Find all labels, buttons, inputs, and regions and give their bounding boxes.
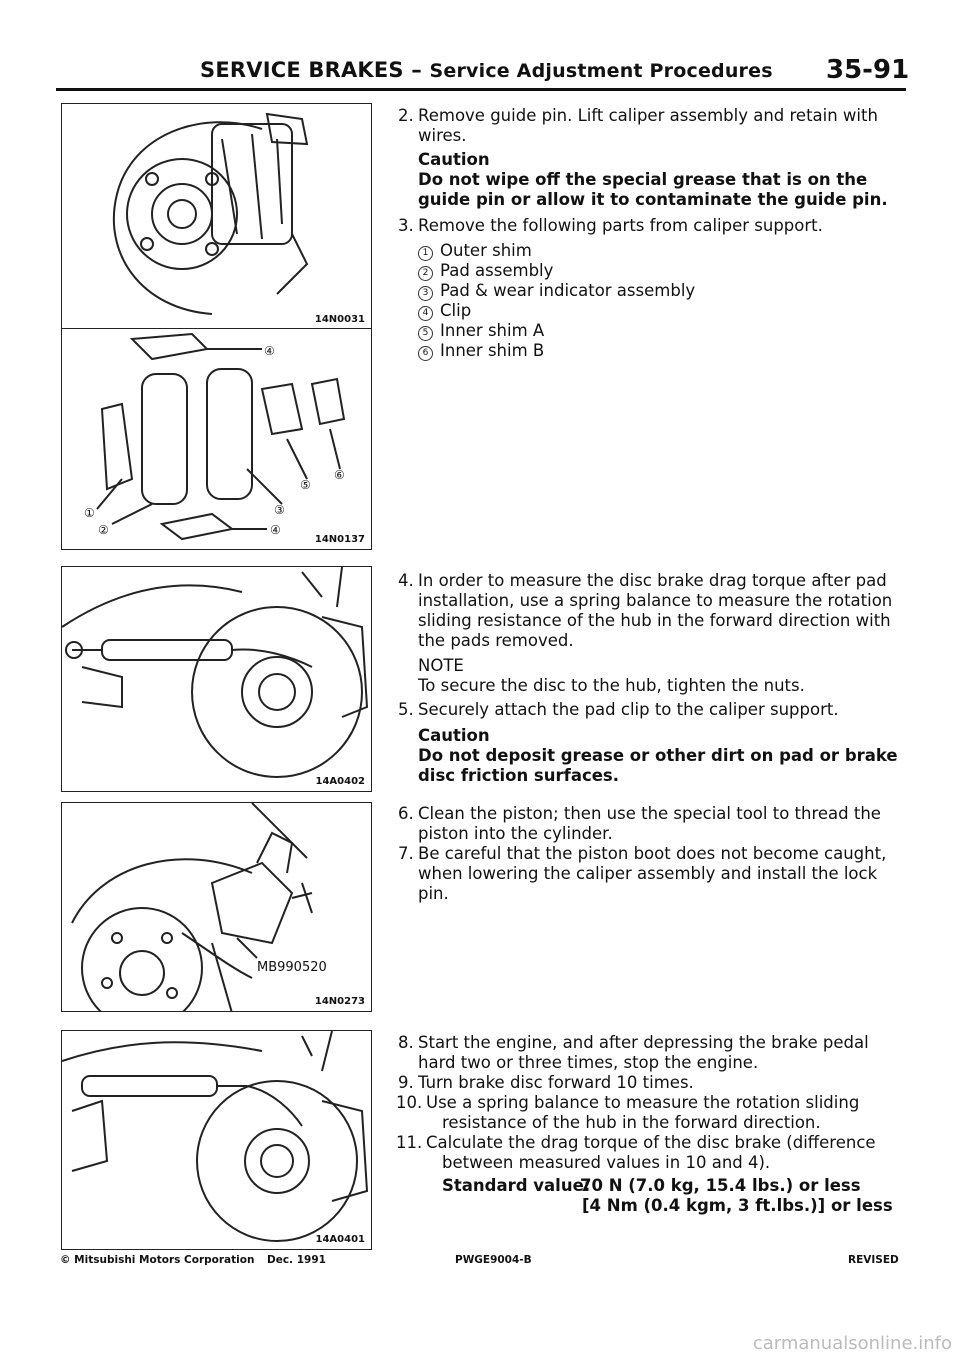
step-number: 5. (398, 700, 414, 719)
copyright: © Mitsubishi Motors Corporation (60, 1254, 255, 1266)
step-2-line-1: Remove guide pin. Lift caliper assembly … (418, 106, 878, 125)
part-marker: 2 (418, 266, 433, 281)
disc-brake-illustration (112, 112, 309, 315)
step-5-text: Securely attach the pad clip to the cali… (418, 700, 839, 719)
caution-label: Caution (418, 726, 490, 745)
callout-5: ⑤ (300, 478, 311, 492)
figure-disc-brake-assembly: 14N0031 (61, 103, 372, 330)
watermark: carmanualsonline.info (752, 1333, 952, 1354)
figure-spring-balance-measure: 14A0402 (61, 566, 372, 792)
step-11-line-2: between measured values in 10 and 4). (442, 1153, 771, 1172)
tool-label: MB990520 (257, 960, 327, 975)
part-marker: 3 (418, 286, 433, 301)
step-number: 2. (398, 106, 414, 125)
standard-value-line-2: [4 Nm (0.4 kgm, 3 ft.lbs.)] or less (582, 1196, 893, 1215)
page-number: 35-91 (826, 55, 910, 85)
pad-components-illustration: ① ② ③ ④ ⑤ ⑥ ④ (84, 332, 346, 541)
callout-6: ⑥ (334, 468, 345, 482)
part-marker: 1 (418, 246, 433, 261)
spring-balance-illustration (62, 567, 369, 778)
drag-torque-illustration (62, 1031, 369, 1242)
step-number: 9. (398, 1073, 414, 1092)
step-7-line-3: pin. (418, 884, 449, 903)
step-3-text: Remove the following parts from caliper … (418, 216, 823, 235)
step-number: 6. (398, 804, 414, 823)
caution-line-1: Do not deposit grease or other dirt on p… (418, 746, 898, 765)
document-code: PWGE9004-B (455, 1254, 532, 1266)
step-number: 4. (398, 571, 414, 590)
callout-4-top: ④ (264, 344, 275, 358)
special-tool-illustration: MB990520 (71, 803, 327, 1011)
step-6-line-1: Clean the piston; then use the special t… (418, 804, 881, 823)
figure-pad-components: ① ② ③ ④ ⑤ ⑥ ④ 14N0137 (61, 328, 372, 550)
step-4-line-4: the pads removed. (418, 631, 574, 650)
figure-drag-torque-measure: 14A0401 (61, 1030, 372, 1250)
step-8-line-1: Start the engine, and after depressing t… (418, 1033, 869, 1052)
step-10-line-2: resistance of the hub in the forward dir… (442, 1113, 821, 1132)
caution-line-2: guide pin or allow it to contaminate the… (418, 190, 888, 209)
standard-value-line-1: 70 N (7.0 kg, 15.4 lbs.) or less (580, 1176, 861, 1195)
step-number: 10. (396, 1093, 423, 1112)
figure-special-tool: MB990520 14N0273 (61, 802, 372, 1012)
standard-label: Standard value: (442, 1176, 591, 1195)
caution-line-2: disc friction surfaces. (418, 766, 620, 785)
part-marker: 5 (418, 326, 433, 341)
step-9-text: Turn brake disc forward 10 times. (418, 1073, 694, 1092)
note-label: NOTE (418, 656, 464, 675)
callout-1: ① (84, 506, 95, 520)
step-10-line-1: Use a spring balance to measure the rota… (426, 1093, 860, 1112)
step-7-line-1: Be careful that the piston boot does not… (418, 844, 887, 863)
figure-id: 14N0137 (314, 534, 365, 545)
step-7-line-2: when lowering the caliper assembly and i… (418, 864, 878, 883)
step-number: 7. (398, 844, 414, 863)
figure-id: 14A0402 (315, 776, 366, 787)
header-rule (56, 88, 906, 91)
step-number: 8. (398, 1033, 414, 1052)
step-number: 11. (396, 1133, 423, 1152)
step-4-line-3: sliding resistance of the hub in the for… (418, 611, 891, 630)
section-title: SERVICE BRAKES – Service Adjustment Proc… (200, 58, 773, 82)
step-4-line-1: In order to measure the disc brake drag … (418, 571, 887, 590)
caution-label: Caution (418, 150, 490, 169)
step-4-line-2: installation, use a spring balance to me… (418, 591, 893, 610)
figure-id: 14A0401 (315, 1234, 366, 1245)
note-text: To secure the disc to the hub, tighten t… (418, 676, 805, 695)
caution-line-1: Do not wipe off the special grease that … (418, 170, 868, 189)
step-2-line-2: wires. (418, 126, 467, 145)
part-marker: 4 (418, 306, 433, 321)
step-6-line-2: piston into the cylinder. (418, 824, 613, 843)
figure-id: 14N0031 (314, 314, 365, 325)
figure-id: 14N0273 (314, 996, 365, 1007)
callout-2: ② (98, 523, 109, 537)
revision-status: REVISED (848, 1254, 899, 1266)
step-number: 3. (398, 216, 414, 235)
callout-4-bottom: ④ (270, 523, 281, 537)
callout-3: ③ (274, 503, 285, 517)
step-11-line-1: Calculate the drag torque of the disc br… (426, 1133, 876, 1152)
publication-date: Dec. 1991 (267, 1254, 326, 1266)
step-8-line-2: hard two or three times, stop the engine… (418, 1053, 759, 1072)
part-marker: 6 (418, 346, 433, 361)
